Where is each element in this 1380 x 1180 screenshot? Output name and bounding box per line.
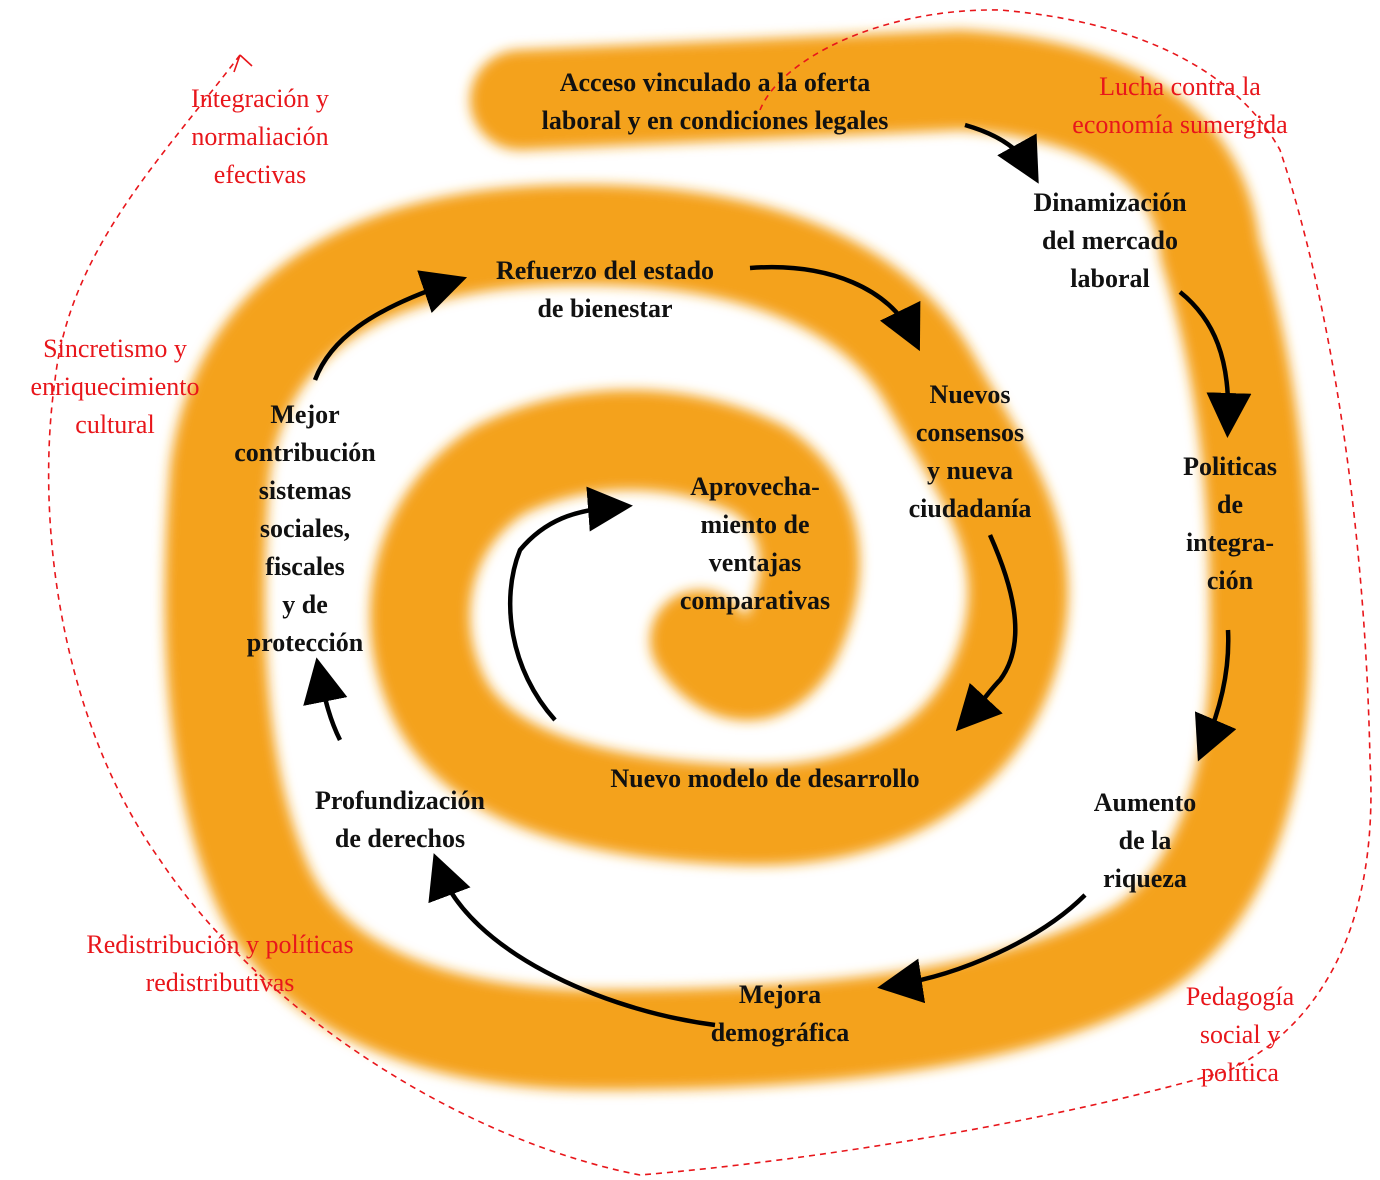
arrow-nuevos-nuevomodelo [955,534,1018,732]
annotation-integracion-normalizacion: Integración y normaliación efectivas [191,84,329,189]
annotation-lucha-economia-sumergida: Lucha contra la economía sumergida [1072,72,1288,139]
arrow-aumento-mejora [877,893,1087,1004]
arrow-mejora-profundizacion [428,853,716,1028]
outer-loop-arrowhead [233,54,253,73]
arrow-politicas-aumento [1194,629,1237,762]
arrow-mejor-refuerzo [312,270,468,381]
arrow-refuerzo-nuevos [749,264,921,352]
arrow-acceso-dinamizacion [964,122,1039,184]
node-refuerzo-estado-bienestar: Refuerzo del estado de bienestar [495,256,715,323]
node-aumento-riqueza: Aumento de la riqueza [1093,788,1197,893]
node-acceso-vinculado: Acceso vinculado a la oferta laboral y e… [541,68,889,135]
node-dinamizacion-mercado-laboral: Dinamización del mercado laboral [1033,188,1187,293]
annotation-sincretismo-cultural: Sincretismo y enriquecimiento cultural [30,334,200,439]
annotation-redistribucion: Redistribución y políticas redistributiv… [86,930,354,997]
spiral-path [164,30,1310,1090]
flow-arrows [303,122,1252,1028]
arrow-dinamizacion-politicas [1178,290,1252,438]
node-profundizacion-derechos: Profundización de derechos [315,786,485,853]
annotation-pedagogia-social: Pedagogía social y política [1185,982,1295,1087]
spiral-band [164,30,1310,1090]
node-nuevos-consensos: Nuevos consensos y nueva ciudadanía [908,380,1032,523]
node-mejora-demografica: Mejora demográfica [710,980,850,1047]
node-aprovechamiento-ventajas: Aprovecha- miento de ventajas comparativ… [679,472,831,615]
arrow-profundizacion-mejor [303,657,348,742]
node-mejor-contribucion: Mejor contribución sistemas sociales, fi… [234,400,376,657]
node-politicas-integracion: Politicas de integra- ción [1183,452,1277,595]
node-nuevo-modelo-desarrollo: Nuevo modelo de desarrollo [610,764,920,793]
arrow-nuevomodelo-aprovechamiento [508,486,633,722]
